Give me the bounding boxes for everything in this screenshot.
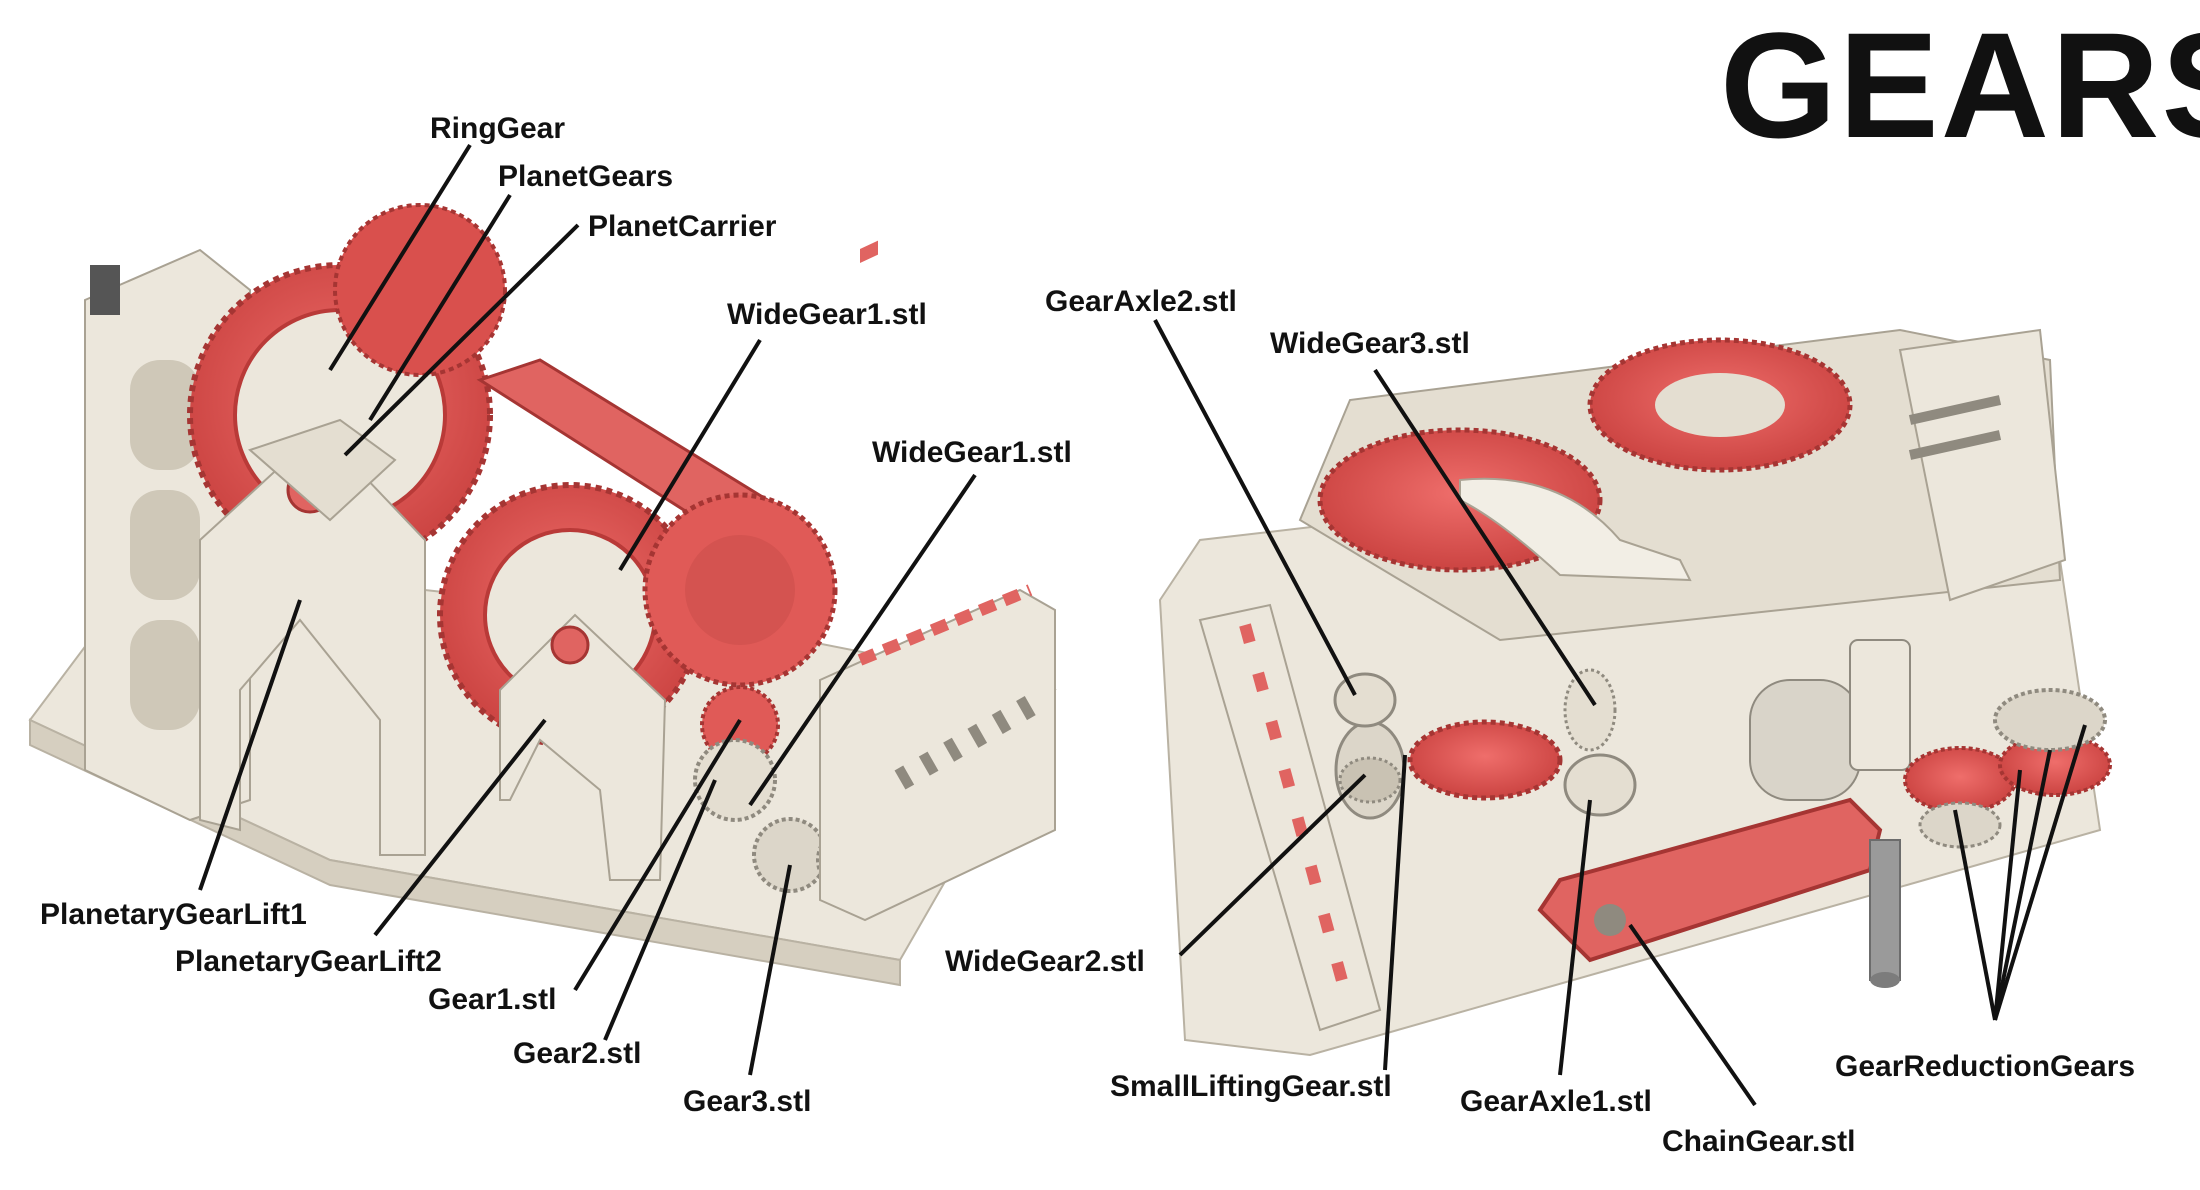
label-chain-gear: ChainGear.stl	[1662, 1125, 1856, 1158]
label-gear-axle1: GearAxle1.stl	[1460, 1085, 1652, 1118]
left-assembly	[28, 203, 1057, 987]
leader-gear3	[748, 864, 792, 1076]
gear3	[752, 817, 828, 893]
label-ring-gear: RingGear	[430, 112, 566, 145]
planetary-gear-lift2	[499, 613, 667, 881]
leader-planetary-gear-lift1	[198, 599, 302, 891]
leader-ring-gear	[328, 143, 472, 372]
right-terminal-strip	[1198, 603, 1382, 1032]
label-wide-gear3: WideGear3.stl	[1270, 327, 1470, 360]
label-planet-gears: PlanetGears	[498, 160, 674, 193]
small-lifting-gear	[1407, 719, 1563, 801]
right-tower	[1898, 328, 2067, 602]
leader-gear-reduction-2	[1993, 769, 2022, 1021]
leader-gear-reduction-1	[1953, 809, 1997, 1021]
page-title: GEARS	[1720, 1, 2200, 169]
gear2	[693, 738, 777, 822]
leader-wide-gear3	[1373, 368, 1597, 707]
label-planetary-gear-lift2: PlanetaryGearLift2	[175, 945, 442, 978]
label-planet-carrier: PlanetCarrier	[588, 210, 777, 243]
leader-wide-gear1-a	[618, 338, 762, 572]
planet-carrier	[248, 418, 397, 522]
leader-gear-reduction-4	[1993, 724, 2087, 1021]
leader-wide-gear2	[1178, 773, 1367, 957]
leader-planet-carrier	[343, 223, 580, 457]
leader-lines	[198, 143, 2087, 1107]
label-wide-gear1-a: WideGear1.stl	[727, 298, 927, 331]
leader-gear-axle2	[1153, 319, 1357, 696]
label-gear1: Gear1.stl	[428, 983, 557, 1016]
leader-gear2	[603, 779, 717, 1041]
label-wide-gear2: WideGear2.stl	[945, 945, 1145, 978]
left-terminal-block	[819, 588, 1056, 922]
leader-wide-gear1-b	[748, 473, 977, 807]
label-planetary-gear-lift1: PlanetaryGearLift1	[40, 898, 307, 931]
label-small-lifting-gear: SmallLiftingGear.stl	[1110, 1070, 1392, 1103]
label-gear2: Gear2.stl	[513, 1037, 642, 1070]
label-gear3: Gear3.stl	[683, 1085, 812, 1118]
leader-gear-reduction-3	[1993, 749, 2052, 1021]
wide-gear3	[1563, 668, 1617, 752]
label-wide-gear1-b: WideGear1.stl	[872, 436, 1072, 469]
label-gear-axle2: GearAxle2.stl	[1045, 285, 1237, 318]
gear-axle1	[1563, 753, 1637, 817]
right-assembly	[1158, 328, 2112, 1057]
wide-gear2	[1338, 756, 1402, 804]
leader-gear1	[573, 718, 742, 992]
leader-small-lifting-gear	[1383, 754, 1407, 1071]
gear-axle2	[1333, 672, 1397, 728]
leader-gear-axle1	[1558, 799, 1592, 1076]
label-gear-reduction-gears: GearReductionGears	[1835, 1050, 2136, 1083]
leader-planet-gears	[368, 193, 512, 422]
planetary-gear-lift1	[199, 428, 426, 856]
leader-planetary-gear-lift2	[373, 718, 547, 937]
leader-chain-gear	[1628, 923, 1757, 1107]
